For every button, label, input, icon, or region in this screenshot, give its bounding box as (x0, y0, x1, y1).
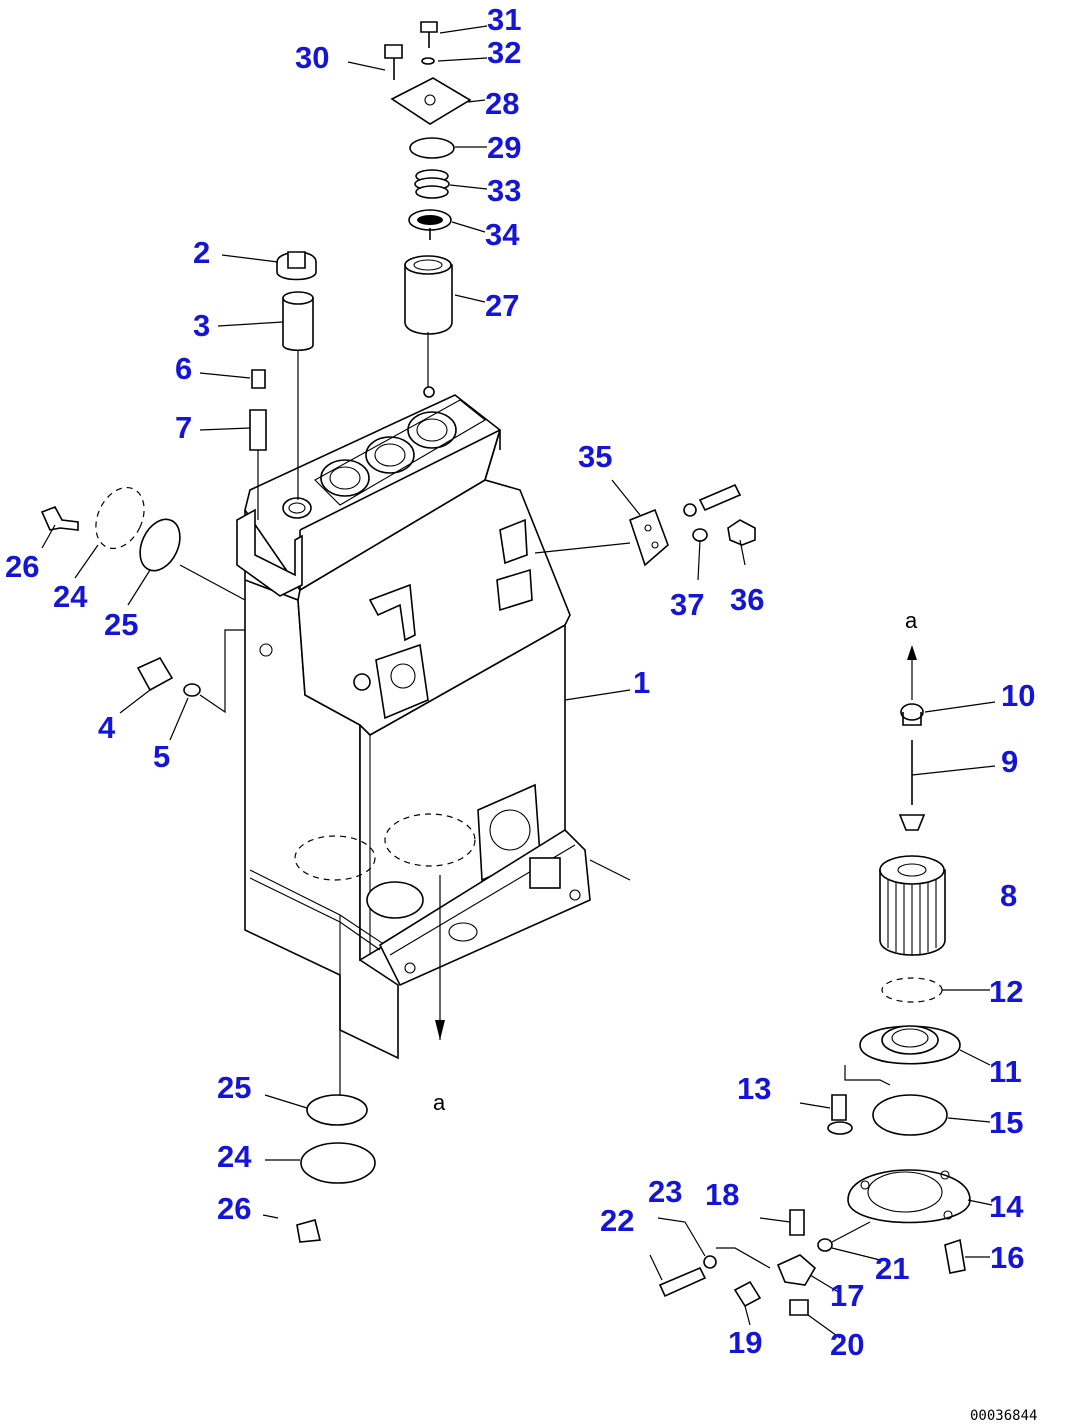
callout-1: 1 (633, 665, 650, 700)
callout-3: 3 (193, 308, 210, 343)
callout-24-lower: 24 (217, 1139, 252, 1174)
bolt-30 (384, 44, 403, 80)
callout-8: 8 (1000, 878, 1017, 913)
leader-lines (41, 25, 996, 1339)
callout-26-lower: 26 (217, 1191, 251, 1226)
filter-assembly (658, 645, 971, 1316)
callout-16: 16 (990, 1240, 1024, 1275)
callout-22: 22 (600, 1203, 634, 1238)
reference-a-top: a (905, 608, 918, 633)
callout-18: 18 (705, 1177, 739, 1212)
callout-36: 36 (730, 582, 764, 617)
callout-10: 10 (1001, 678, 1035, 713)
callout-12: 12 (989, 974, 1023, 1009)
reference-a-bottom: a (433, 1090, 446, 1115)
callout-32: 32 (487, 35, 521, 70)
callout-23: 23 (648, 1174, 682, 1209)
callout-17: 17 (830, 1278, 864, 1313)
callout-4: 4 (98, 710, 116, 745)
callout-14: 14 (989, 1189, 1024, 1224)
callout-11: 11 (989, 1054, 1022, 1089)
callout-33: 33 (487, 173, 521, 208)
callout-25-lower: 25 (217, 1070, 251, 1105)
callout-35: 35 (578, 439, 612, 474)
callout-labels: 31 30 32 28 29 33 34 2 27 3 6 7 35 26 24… (5, 2, 1035, 1362)
callout-5: 5 (153, 739, 170, 774)
callout-29: 29 (487, 130, 521, 165)
callout-30: 30 (295, 40, 329, 75)
callout-37: 37 (670, 587, 704, 622)
plug-assembly (136, 629, 245, 714)
callout-34: 34 (485, 217, 520, 252)
strainer-stack (390, 21, 472, 398)
callout-21: 21 (875, 1251, 909, 1286)
callout-31: 31 (487, 2, 521, 37)
callout-19: 19 (728, 1325, 762, 1360)
drain-reference (435, 875, 445, 1040)
callout-20: 20 (830, 1327, 864, 1362)
callout-13: 13 (737, 1071, 771, 1106)
callout-2: 2 (193, 235, 210, 270)
callout-15: 15 (989, 1105, 1023, 1140)
callout-27: 27 (485, 288, 519, 323)
callout-25-upper: 25 (104, 607, 138, 642)
callout-7: 7 (175, 410, 192, 445)
callout-26-upper: 26 (5, 549, 39, 584)
bracket-assembly (629, 483, 756, 567)
callout-28: 28 (485, 86, 519, 121)
cover-assembly-lower (296, 975, 376, 1243)
callout-9: 9 (1001, 744, 1018, 779)
callout-24-upper: 24 (53, 579, 88, 614)
tank-body (236, 394, 631, 1060)
drawing-code: 00036844 (970, 1408, 1037, 1424)
cover-assembly-upper (40, 486, 246, 601)
filler-cap-assembly (249, 251, 317, 520)
callout-6: 6 (175, 351, 192, 386)
